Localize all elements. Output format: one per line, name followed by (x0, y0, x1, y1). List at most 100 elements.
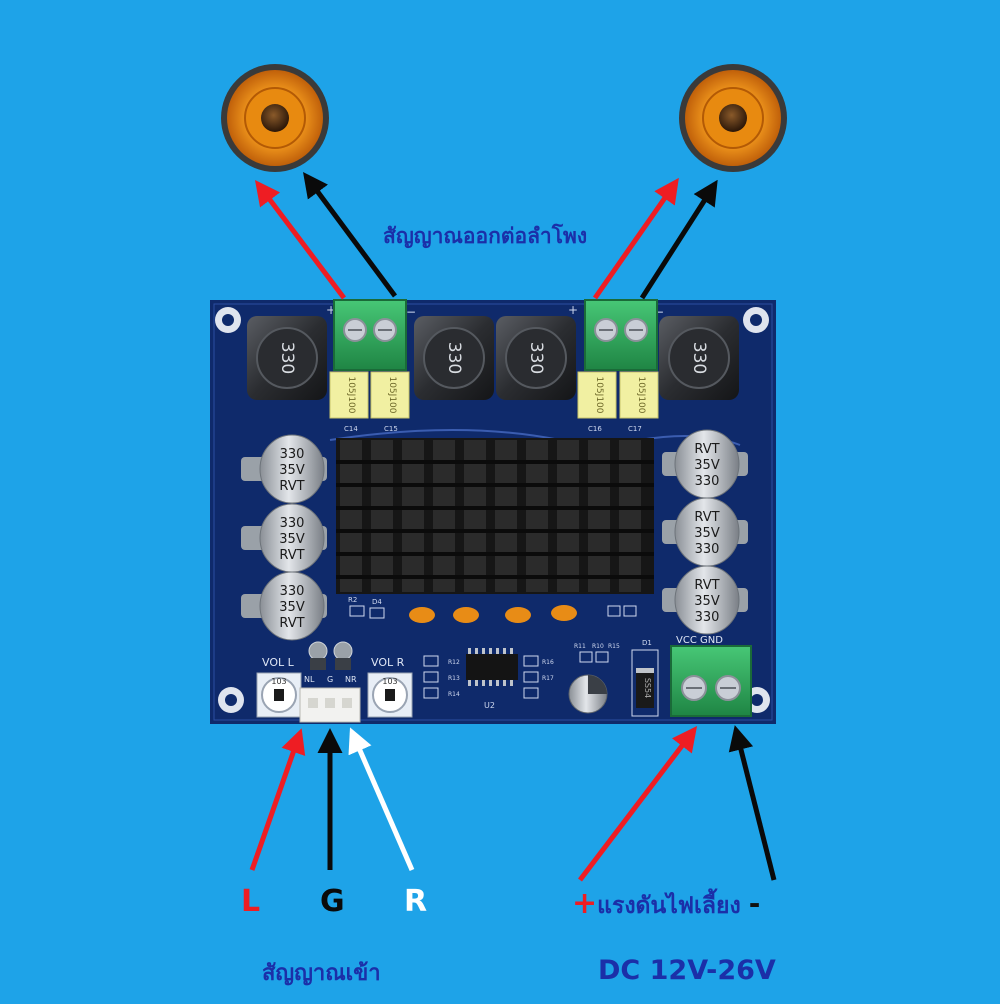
power-capacitor (568, 674, 608, 714)
silkscreen-ref: R17 (542, 675, 554, 682)
capacitor-value: 330 (280, 516, 305, 531)
inductor-value: 330 (277, 342, 297, 374)
film-capacitor-value: 105J100 (387, 376, 397, 413)
mounting-hole (215, 307, 241, 333)
output-right-positive-arrow (592, 177, 679, 300)
diode-marking: SS54 (643, 678, 652, 698)
smd-pad (579, 651, 593, 663)
input-pin-right-label: R (404, 884, 428, 919)
ceramic-capacitor (551, 605, 577, 621)
silkscreen-ref: D1 (642, 639, 652, 647)
input-pin-ground-label: G (320, 884, 345, 919)
smd-pad (607, 605, 621, 617)
capacitor-voltage: 35V (279, 532, 305, 547)
silkscreen-ref: R10 (592, 643, 604, 650)
film-capacitor: 105J100 (329, 371, 369, 419)
capacitor-series: RVT (279, 616, 304, 631)
inductor: 330 (496, 316, 576, 400)
svg-text:−: − (406, 305, 416, 319)
speaker-left-icon (221, 64, 329, 172)
pcb-board: + − + − 330 330 330 3 (210, 299, 776, 724)
inductor: 330 (659, 316, 739, 400)
header-pin-label: NL (304, 675, 315, 684)
input-pin-left-label: L (241, 884, 261, 919)
capacitor-voltage: 35V (694, 526, 720, 541)
power-terminal (670, 645, 752, 717)
silkscreen-ref: D4 (372, 598, 382, 606)
output-right-negative-arrow (639, 179, 718, 300)
film-capacitor: 105J100 (619, 371, 659, 419)
heatsink-groove (336, 552, 654, 556)
amplifier-ic: U2 (466, 648, 518, 710)
capacitor-series: RVT (694, 578, 719, 593)
diode: D1 SS54 (631, 639, 659, 717)
output-left-negative-arrow (303, 171, 398, 298)
capacitor-voltage: 35V (279, 463, 305, 478)
heatsink (336, 438, 654, 594)
smd-pad (523, 687, 539, 699)
silkscreen-ref: R2 (348, 596, 357, 604)
film-capacitor-value: 105J100 (346, 376, 356, 413)
input-left-arrow (249, 728, 306, 871)
silkscreen-ref: C14 (344, 425, 358, 433)
header-pin-label: NR (345, 675, 357, 684)
ic-ref: U2 (484, 701, 495, 710)
electrolytic-capacitor: 330 35V RVT (241, 571, 327, 641)
supply-voltage-row: +แรงดันไฟเลี้ยง - (572, 886, 760, 924)
capacitor-series: RVT (694, 442, 719, 457)
smd-pad (349, 605, 365, 617)
silkscreen-ref: C16 (588, 425, 602, 433)
silkscreen-ref: R13 (448, 675, 460, 682)
header-pin-label: G (327, 675, 333, 684)
svg-text:+: + (326, 303, 336, 317)
capacitor-series: RVT (279, 479, 304, 494)
capacitor-value: 330 (695, 542, 720, 557)
capacitor-value: 330 (280, 447, 305, 462)
silkscreen-ref: C15 (384, 425, 398, 433)
ceramic-capacitor (409, 607, 435, 623)
speaker-right-icon (679, 64, 787, 172)
silkscreen-ref: R16 (542, 659, 554, 666)
film-capacitor-value: 105J100 (594, 376, 604, 413)
power-negative-arrow (728, 725, 777, 881)
ceramic-capacitor (453, 607, 479, 623)
pot-code: 103 (382, 677, 397, 686)
capacitor-value: 330 (695, 610, 720, 625)
electrolytic-capacitor: RVT 35V 330 (662, 429, 748, 499)
output-signal-label: สัญญาณออกต่อลำโพง (383, 224, 588, 248)
smd-pad (523, 655, 539, 667)
inductor-value: 330 (689, 342, 709, 374)
vcc-gnd-label: VCC GND (676, 635, 723, 646)
capacitor-value: 330 (280, 584, 305, 599)
heatsink-groove (336, 575, 654, 579)
input-right-arrow (348, 727, 415, 871)
film-capacitor: 105J100 (370, 371, 410, 419)
silkscreen-ref: R12 (448, 659, 460, 666)
silkscreen-ref: R15 (608, 643, 620, 650)
capacitor-voltage: 35V (279, 600, 305, 615)
heatsink-groove (336, 506, 654, 510)
smd-pad (423, 671, 439, 683)
inductor-value: 330 (444, 342, 464, 374)
input-signal-label: สัญญาณเข้า (262, 961, 381, 986)
silkscreen-ref: R11 (574, 643, 586, 650)
vol-l-label: VOL L (262, 656, 295, 669)
mounting-hole (218, 687, 244, 713)
minus-sign: - (748, 887, 761, 920)
smd-pad (369, 607, 385, 619)
inductor: 330 (247, 316, 327, 400)
smd-pad (423, 655, 439, 667)
inductor-value: 330 (526, 342, 546, 374)
silkscreen-ref: C17 (628, 425, 642, 433)
speaker-terminal-left (333, 299, 407, 371)
volume-pot-left: 103 (256, 672, 302, 718)
output-left-positive-arrow (254, 180, 346, 300)
speaker-terminal-right (584, 299, 658, 371)
svg-text:+: + (568, 303, 578, 317)
smd-pad (623, 605, 637, 617)
electrolytic-capacitor: 330 35V RVT (241, 434, 327, 504)
small-electrolytic (308, 641, 353, 670)
heatsink-groove (336, 460, 654, 464)
